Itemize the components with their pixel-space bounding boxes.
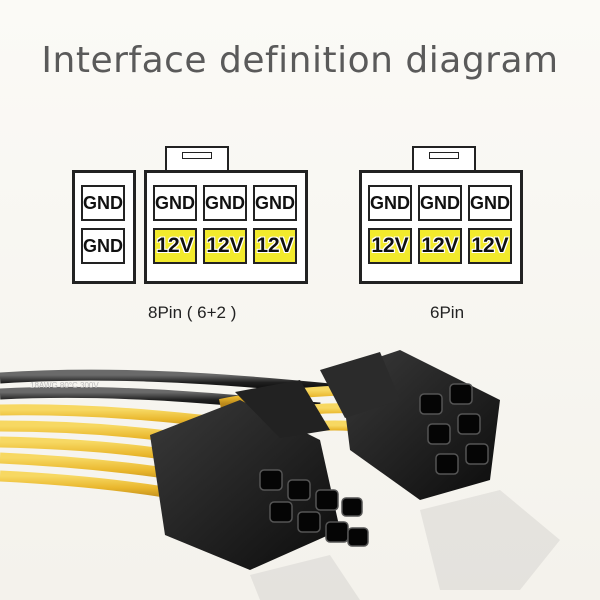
pin-gnd: GND bbox=[153, 185, 197, 221]
cable-photo: 18AWG 80°C 300V bbox=[0, 350, 560, 600]
reflection bbox=[250, 490, 560, 600]
pin-gnd: GND bbox=[81, 228, 125, 264]
pin-12v: 12V bbox=[418, 228, 462, 264]
pin-12v: 12V bbox=[203, 228, 247, 264]
pin-gnd: GND bbox=[368, 185, 412, 221]
cable-print-text: 18AWG 80°C 300V bbox=[30, 381, 99, 390]
pin-gnd: GND bbox=[468, 185, 512, 221]
pin-12v: 12V bbox=[368, 228, 412, 264]
pin-gnd: GND bbox=[253, 185, 297, 221]
pin-gnd: GND bbox=[418, 185, 462, 221]
latch-tab bbox=[412, 146, 476, 170]
pin-12v: 12V bbox=[468, 228, 512, 264]
pin-12v: 12V bbox=[253, 228, 297, 264]
plug-8pin bbox=[150, 380, 369, 570]
pin-gnd: GND bbox=[81, 185, 125, 221]
connector-caption-6pin: 6Pin bbox=[430, 303, 465, 322]
pin-12v: 12V bbox=[153, 228, 197, 264]
plug-6pin bbox=[320, 350, 500, 500]
pin-gnd: GND bbox=[203, 185, 247, 221]
latch-tab bbox=[165, 146, 229, 170]
page-title: Interface definition diagram bbox=[41, 40, 559, 81]
connector-caption-8pin: 8Pin ( 6+2 ) bbox=[148, 303, 237, 322]
